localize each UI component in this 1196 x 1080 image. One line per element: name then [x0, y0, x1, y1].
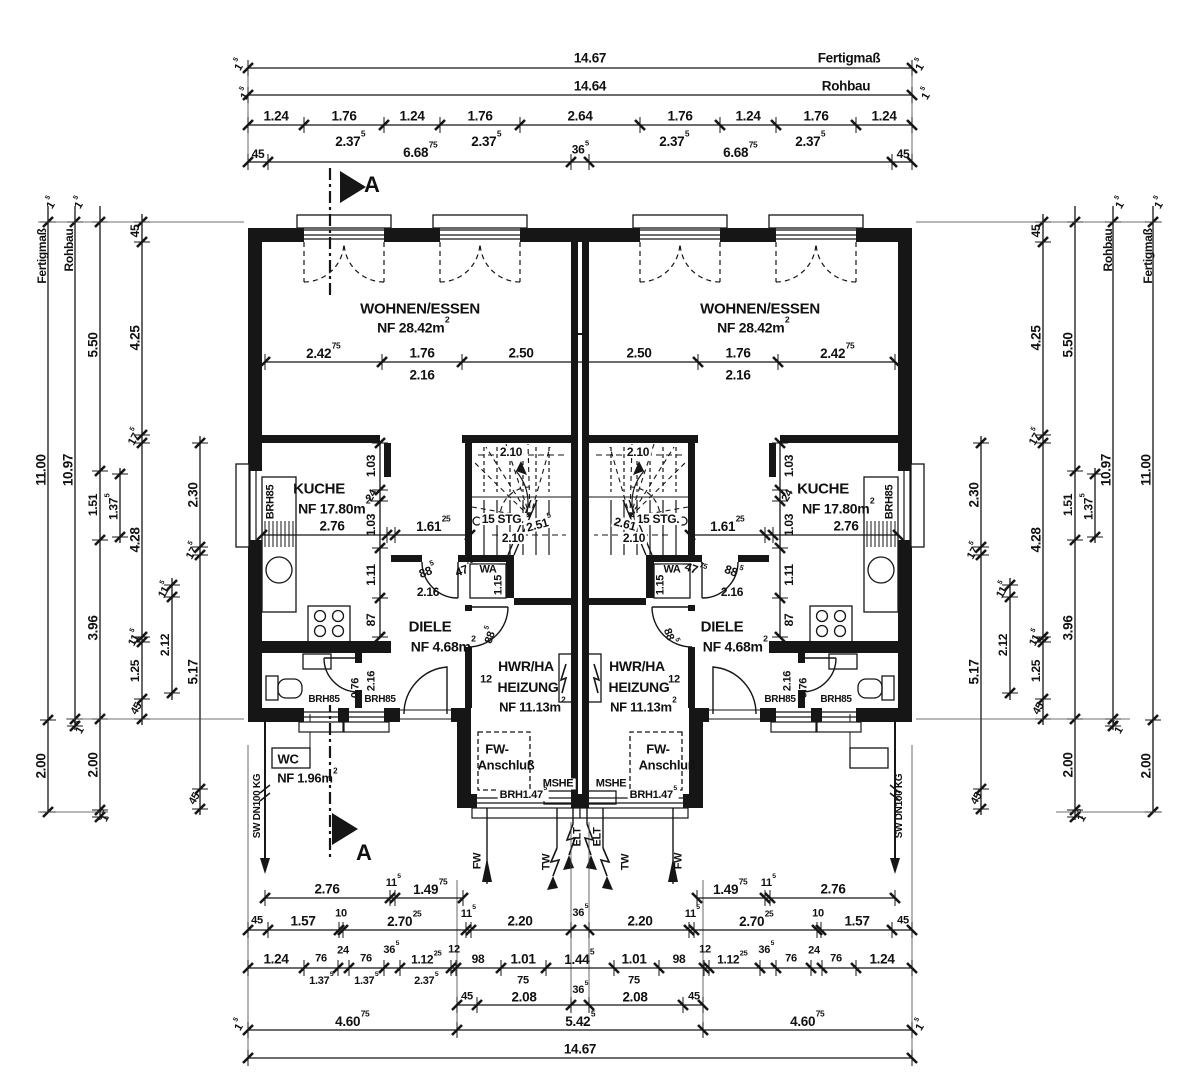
doors — [323, 561, 509, 720]
walls — [248, 228, 580, 808]
side-extension-lines — [38, 221, 1162, 813]
section-letter-bottom: A — [356, 840, 372, 865]
toilet-bowl — [277, 678, 303, 699]
fixtures — [261, 476, 575, 805]
toilet-tank — [265, 675, 279, 701]
windows — [235, 214, 581, 819]
section-arrow-icon — [332, 813, 358, 845]
lightning-icon — [559, 663, 568, 694]
side-dimension-lines — [40, 206, 1161, 823]
staircase — [471, 443, 571, 556]
utility-lines — [259, 712, 577, 890]
washbasin — [302, 653, 332, 670]
section-marker — [328, 168, 366, 858]
kitchen-sink — [265, 556, 293, 584]
tw-bolt — [549, 847, 561, 877]
arrow-up-icon — [482, 858, 492, 882]
sink-hatch — [264, 521, 294, 547]
section-letter-top: A — [364, 172, 380, 197]
section-arrow-icon — [340, 171, 366, 203]
arrow-down-icon — [260, 858, 270, 874]
wc-leader-box — [271, 747, 311, 769]
stove — [307, 605, 351, 643]
fw-anschluss-box — [477, 731, 531, 791]
washing-machine — [469, 563, 507, 599]
dimension-lines — [242, 60, 580, 1066]
house-left-half — [235, 60, 581, 1066]
kitchen-counter — [261, 476, 297, 613]
house-right-half — [578, 58, 926, 1068]
electrical-panel — [558, 653, 573, 703]
